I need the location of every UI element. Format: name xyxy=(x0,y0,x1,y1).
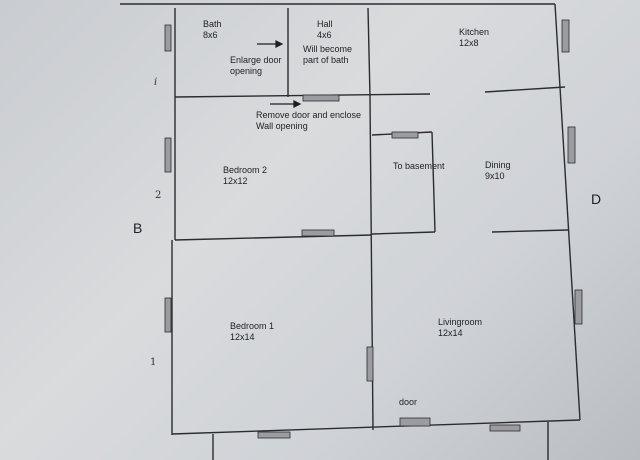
room-dims: 8x6 xyxy=(203,30,218,40)
window-dining xyxy=(567,126,576,164)
window-bedroom2 xyxy=(164,137,172,173)
room-name: Bath xyxy=(203,19,222,29)
walls xyxy=(120,3,581,460)
wall-bedroom-divider xyxy=(174,234,373,241)
window-living-right xyxy=(574,289,583,325)
note-line: Enlarge door xyxy=(230,55,282,65)
room-name: Kitchen xyxy=(459,27,490,37)
room-name: Dining xyxy=(485,160,511,170)
wall-dining-living xyxy=(491,229,569,233)
door-front xyxy=(399,417,431,427)
wall-bath-bottom xyxy=(174,93,431,98)
door-bedroom2 xyxy=(301,229,335,237)
window-bottom-1 xyxy=(257,431,291,439)
wall-basement-bottom xyxy=(371,231,436,235)
note-line: Wall opening xyxy=(256,121,308,131)
room-hall-label: Hall 4x6 xyxy=(317,19,333,41)
room-livingroom-label: Livingroom 12x14 xyxy=(438,317,482,339)
window-basement xyxy=(391,131,419,139)
handwritten-mark: 1 xyxy=(150,357,157,368)
room-dims: 4x6 xyxy=(317,30,332,40)
door-bedroom1-living xyxy=(366,346,374,382)
note-will-become: Will become part of bath xyxy=(303,44,352,66)
window-hall-door xyxy=(302,94,340,102)
window-bedroom1 xyxy=(164,297,172,333)
note-line: Will become xyxy=(303,44,353,54)
room-name: Livingroom xyxy=(438,317,483,327)
window-kitchen-right xyxy=(561,19,570,53)
note-line: Remove door and enclose xyxy=(256,110,362,120)
room-name: Bedroom 1 xyxy=(230,321,275,331)
note-line: opening xyxy=(230,66,263,76)
room-bedroom1-label: Bedroom 1 12x14 xyxy=(230,321,274,343)
note-line: part of bath xyxy=(303,55,349,65)
room-bath-label: Bath 8x6 xyxy=(203,19,222,41)
arrow-remove-door-head xyxy=(293,100,302,108)
note-to-basement: To basement xyxy=(393,161,445,171)
side-label-d: D xyxy=(591,191,602,207)
room-dims: 12x8 xyxy=(459,38,479,48)
room-dining-label: Dining 9x10 xyxy=(485,160,511,182)
wall-basement-right xyxy=(431,131,436,233)
room-name: Bedroom 2 xyxy=(223,165,268,175)
window-bath xyxy=(164,24,172,52)
room-dims: 9x10 xyxy=(485,171,505,181)
handwritten-mark: i xyxy=(154,77,158,88)
note-door: door xyxy=(399,397,418,407)
arrows xyxy=(257,40,302,108)
window-bottom-2 xyxy=(489,424,521,432)
arrow-enlarge-door-head xyxy=(275,40,284,48)
handwritten-mark: 2 xyxy=(155,190,162,201)
side-label-b: B xyxy=(133,220,143,236)
note-enlarge-door: Enlarge door opening xyxy=(230,55,282,77)
wall-hall-kitchen xyxy=(367,7,371,98)
room-bedroom2-label: Bedroom 2 12x12 xyxy=(223,165,267,187)
room-kitchen-label: Kitchen 12x8 xyxy=(459,27,489,49)
room-dims: 12x12 xyxy=(223,176,248,186)
room-dims: 12x14 xyxy=(230,332,255,342)
room-name: Hall xyxy=(317,19,333,29)
note-remove-door: Remove door and enclose Wall opening xyxy=(256,110,361,132)
room-dims: 12x14 xyxy=(438,328,463,338)
wall-bottom xyxy=(171,419,581,435)
windows xyxy=(164,19,583,439)
wall-right xyxy=(554,3,581,421)
wall-kitchen-dining xyxy=(484,86,566,93)
